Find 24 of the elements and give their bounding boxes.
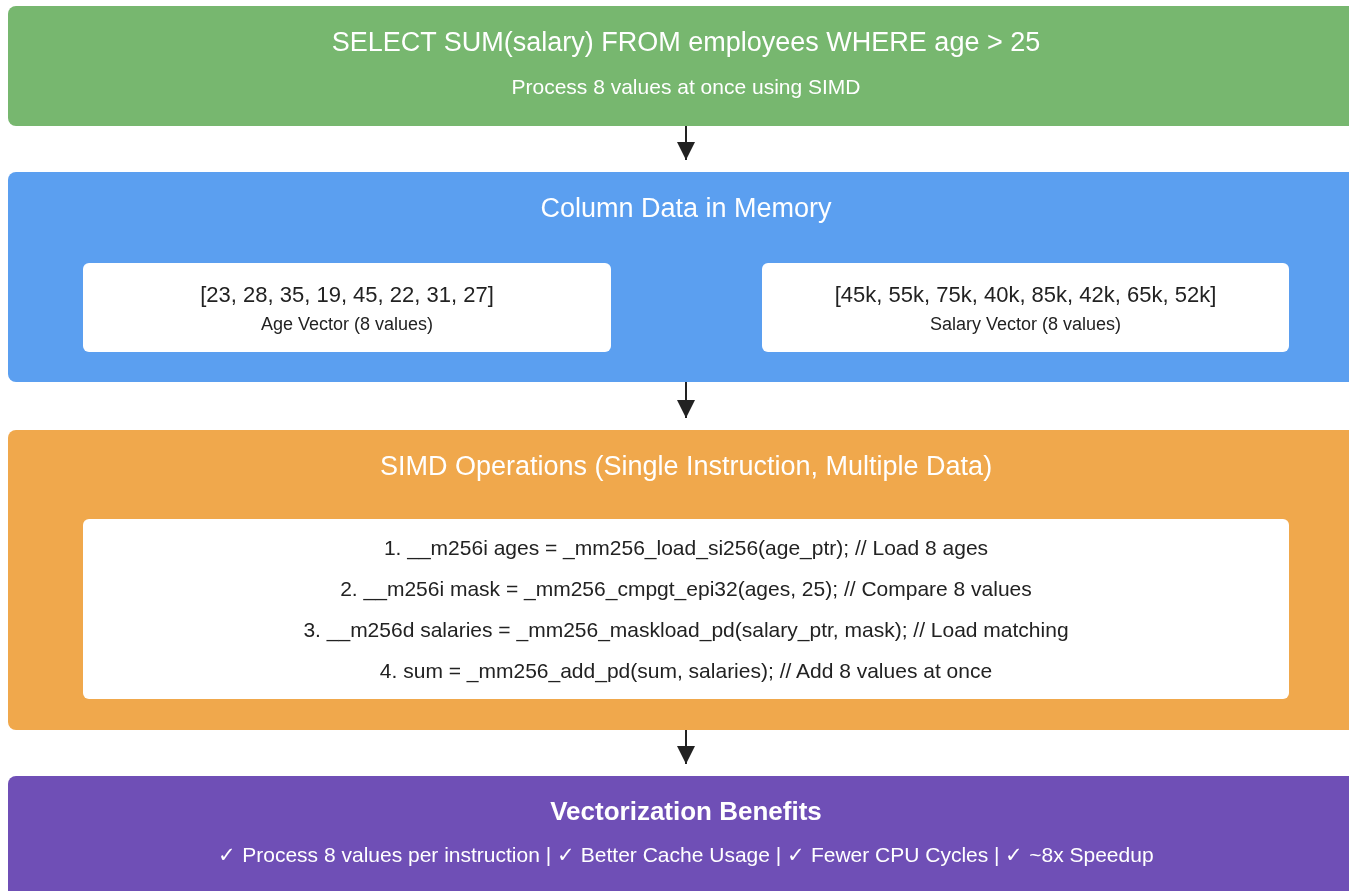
- vector-caption: Salary Vector (8 values): [929, 312, 1122, 336]
- stage-panel: [8, 6, 1349, 126]
- code-line: 4. sum = _mm256_add_pd(sum, salaries); // Add 8 values at once: [379, 658, 993, 683]
- code-card: [83, 519, 1289, 699]
- panel-subtitle: Process 8 values at once using SIMD: [511, 73, 861, 100]
- stage-panel: [8, 172, 1349, 382]
- vector-card: [762, 263, 1289, 352]
- stage-panel: [8, 430, 1349, 730]
- stage-panel: [8, 776, 1349, 891]
- code-line: 3. __m256d salaries = _mm256_maskload_pd(salary_ptr, mask); // Load matching: [303, 617, 1069, 642]
- arrow: [677, 125, 695, 161]
- panel-heading: Vectorization Benefits: [550, 795, 822, 828]
- vector-values: [23, 28, 35, 19, 45, 22, 31, 27]: [200, 280, 494, 309]
- panel-heading: Column Data in Memory: [540, 192, 832, 225]
- vector-caption: Age Vector (8 values): [260, 312, 434, 336]
- panel-heading: SIMD Operations (Single Instruction, Multiple Data): [379, 450, 993, 483]
- vector-card: [83, 263, 611, 352]
- vector-values: [45k, 55k, 75k, 40k, 85k, 42k, 65k, 52k]: [834, 280, 1217, 309]
- arrow: [677, 729, 695, 765]
- code-line: 2. __m256i mask = _mm256_cmpgt_epi32(ages, 25); // Compare 8 values: [340, 576, 1032, 601]
- panel-heading: SELECT SUM(salary) FROM employees WHERE age > 25: [331, 26, 1041, 59]
- arrow: [677, 381, 695, 419]
- panel-subtitle: ✓ Process 8 values per instruction | ✓ Better Cache Usage | ✓ Fewer CPU Cycles | ✓ ~8x Speedup: [218, 842, 1154, 868]
- code-line: 1. __m256i ages = _mm256_load_si256(age_ptr); // Load 8 ages: [383, 535, 989, 560]
